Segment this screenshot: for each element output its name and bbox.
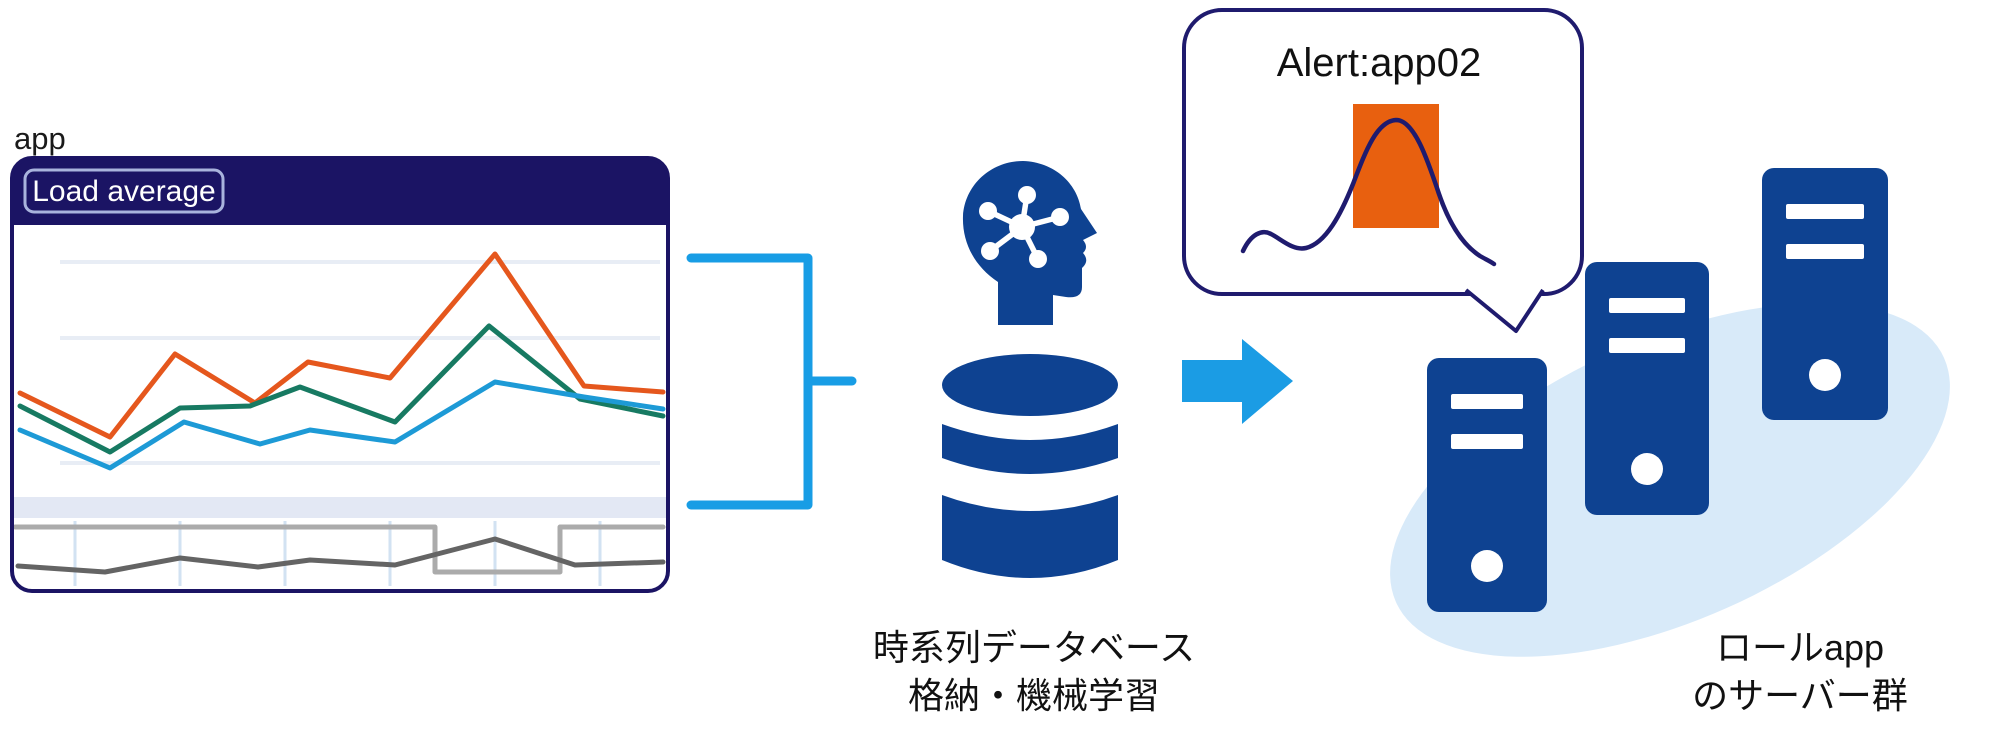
metric-graph-window: app Load average xyxy=(10,121,670,593)
anomaly-highlight-box xyxy=(1353,104,1439,228)
neural-network-glyph xyxy=(979,186,1069,268)
power-button xyxy=(1809,359,1841,391)
range-selector-step-line[interactable] xyxy=(14,524,666,575)
graph-owner-label: app xyxy=(14,121,66,156)
alert-label: Alert:app02 xyxy=(1277,41,1482,85)
mini-chart-gridlines xyxy=(73,521,602,586)
database-caption-line2: 格納・機械学習 xyxy=(908,675,1160,716)
power-button xyxy=(1471,550,1503,582)
metric-tab[interactable] xyxy=(23,168,225,214)
power-button xyxy=(1631,453,1663,485)
loadavg-line-orange xyxy=(17,251,666,440)
server-tower-icon-2 xyxy=(1585,262,1709,515)
database-icon xyxy=(942,354,1118,578)
graph-plot-area xyxy=(14,251,666,586)
drive-bay-line xyxy=(1609,338,1685,353)
speech-bubble-tail xyxy=(1464,288,1545,333)
bracket-connector-icon xyxy=(686,253,857,510)
graph-window-header xyxy=(12,158,668,225)
drive-bay-line xyxy=(1451,434,1523,449)
anomaly-curve xyxy=(1240,117,1497,267)
drive-bay-line xyxy=(1786,204,1864,219)
servers-caption-line1: ロールapp xyxy=(1716,627,1884,668)
right-arrow-icon xyxy=(1182,339,1293,424)
database-caption-line1: 時系列データベース xyxy=(873,627,1195,668)
loadavg-line-green xyxy=(17,323,666,455)
server-tower-icon-1 xyxy=(1427,358,1547,612)
machine-learning-brain-icon xyxy=(962,161,1097,325)
horizontal-gridlines xyxy=(60,260,660,465)
server-group xyxy=(1390,168,1950,657)
drive-bay-line xyxy=(1609,298,1685,313)
metric-tab-label[interactable]: Load average xyxy=(32,175,216,208)
drive-bay-line xyxy=(1786,244,1864,259)
overview-trend-line xyxy=(15,536,666,575)
speech-bubble-alert-icon: Alert:app02 xyxy=(1182,8,1584,333)
selector-band[interactable] xyxy=(14,497,666,518)
drive-bay-line xyxy=(1451,394,1523,409)
graph-window-border xyxy=(10,156,670,593)
server-tower-icon-3 xyxy=(1762,168,1888,420)
servers-caption-line2: のサーバー群 xyxy=(1692,675,1908,716)
loadavg-line-blue xyxy=(17,379,666,471)
